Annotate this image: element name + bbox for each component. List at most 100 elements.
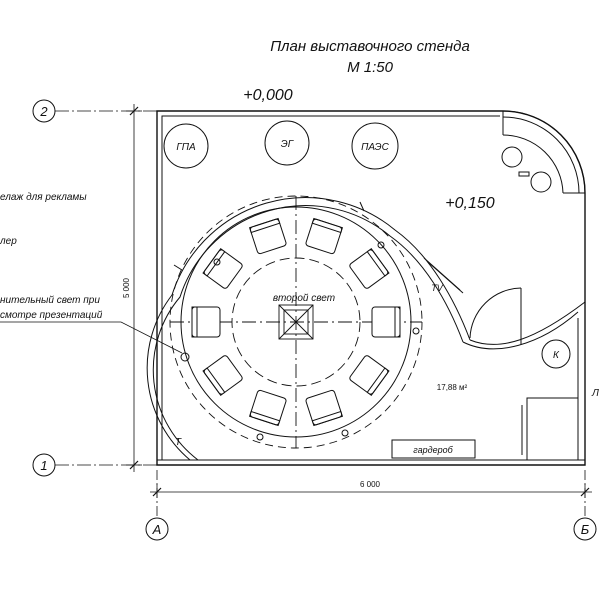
dimension-width-value: 6 000 [360, 480, 381, 489]
circle-k [541, 339, 571, 369]
corner-room [501, 110, 586, 194]
circle-eg-label: ЭГ [281, 139, 295, 150]
corner-arc-outer [502, 110, 586, 194]
callout-extra-light-2: смотре презентаций [0, 310, 103, 321]
stand-inner-wall [161, 115, 500, 460]
podium-front-curve-inner [462, 311, 579, 350]
wardrobe [391, 439, 476, 459]
tv-label: TV [431, 283, 443, 293]
armchair [191, 306, 221, 338]
product-circles: ГПА ЭГ ПАЭС К [163, 120, 571, 369]
podium-front-curve [469, 301, 586, 345]
armchair-back [366, 367, 390, 396]
callout-cooler: лер [0, 236, 17, 247]
circle-gpa [163, 123, 209, 169]
armchair [349, 248, 390, 289]
podium-edge-inner [152, 205, 464, 461]
right-edge-label: Л [591, 388, 599, 399]
cooler-circle [530, 171, 552, 193]
armchair-seat [191, 306, 221, 338]
corner-arc-inner [502, 116, 580, 194]
axis-row-1: 1 [32, 453, 158, 477]
circle-paes-label: ПАЭС [361, 142, 389, 153]
armchair-back [248, 217, 281, 234]
tv: TV [423, 257, 464, 294]
circle-eg [264, 120, 310, 166]
counter [526, 397, 579, 461]
dimension-height: 5 000 [122, 104, 142, 472]
armchair [248, 217, 287, 255]
armchair-seat [371, 306, 401, 338]
light-fixture [341, 429, 349, 437]
dimension-tick [129, 106, 139, 116]
area-label: 17,88 м² [437, 383, 468, 392]
axis-col-a: А [145, 470, 169, 541]
plan-scale: М 1:50 [347, 59, 394, 76]
tv-screen-back [427, 261, 464, 294]
level-outer: +0,000 [243, 87, 292, 104]
dimension-tick [152, 487, 162, 497]
podium-lights [180, 241, 420, 441]
dimension-width: 6 000 [150, 480, 592, 498]
armchair-back [366, 248, 390, 277]
corner-partition [502, 134, 564, 194]
dimension-tick [580, 487, 590, 497]
armchair-back [191, 306, 198, 338]
axis-label-b: Б [581, 522, 590, 537]
cooler-base [518, 171, 530, 177]
circle-paes [351, 122, 399, 170]
armchair [202, 248, 243, 289]
armchair-back [311, 410, 344, 427]
axis-bubble [145, 517, 169, 541]
dimension-height-value: 5 000 [122, 277, 131, 298]
level-podium: +0,150 [445, 195, 494, 212]
armchair-back [202, 248, 226, 277]
light-fixture [377, 241, 385, 249]
cooler-circle [501, 146, 523, 168]
armchairs [191, 217, 401, 427]
circle-k-label: К [553, 350, 560, 361]
axis-bubble [573, 517, 597, 541]
armchair-back [394, 306, 401, 338]
armchair-seat [305, 218, 343, 255]
armchair [305, 217, 344, 255]
podium-mark [359, 201, 365, 212]
armchair-back [202, 367, 226, 396]
second-light-label: второй свет [273, 293, 335, 304]
callouts: елаж для рекламы лер нительный свет при … [0, 192, 183, 354]
armchair-seat [203, 355, 243, 395]
light-well [278, 304, 314, 340]
light-fixture [213, 258, 221, 266]
light-well-diagonal [278, 304, 314, 340]
armchair-back [248, 410, 281, 427]
armchair-seat [249, 218, 287, 255]
callout-leader [0, 321, 183, 354]
callout-extra-light-1: нительный свет при [0, 295, 100, 306]
podium [146, 197, 586, 461]
armchair [371, 306, 401, 338]
armchair-back [311, 217, 344, 234]
entrance-door [469, 287, 522, 345]
podium-mark [173, 264, 183, 271]
armchair-seat [305, 389, 343, 426]
armchair [248, 389, 287, 427]
callout-rack: елаж для рекламы [0, 192, 87, 203]
armchair-seat [203, 249, 243, 289]
light-fixture [412, 327, 420, 335]
axis-col-b: Б [573, 470, 597, 541]
door-swing [469, 287, 522, 339]
axis-label-a: А [152, 522, 162, 537]
armchair-seat [249, 389, 287, 426]
armchair [349, 355, 390, 396]
plan-title: План выставочного стенда [270, 38, 470, 55]
light-fixture [180, 352, 190, 362]
armchair [202, 355, 243, 396]
axis-row-2: 2 [32, 99, 158, 123]
armchair-seat [349, 355, 389, 395]
axis-label-1: 1 [40, 458, 47, 473]
light-fixture [256, 433, 264, 441]
wardrobe-label: гардероб [413, 445, 453, 455]
armchair [305, 389, 344, 427]
axis-label-2: 2 [39, 104, 48, 119]
